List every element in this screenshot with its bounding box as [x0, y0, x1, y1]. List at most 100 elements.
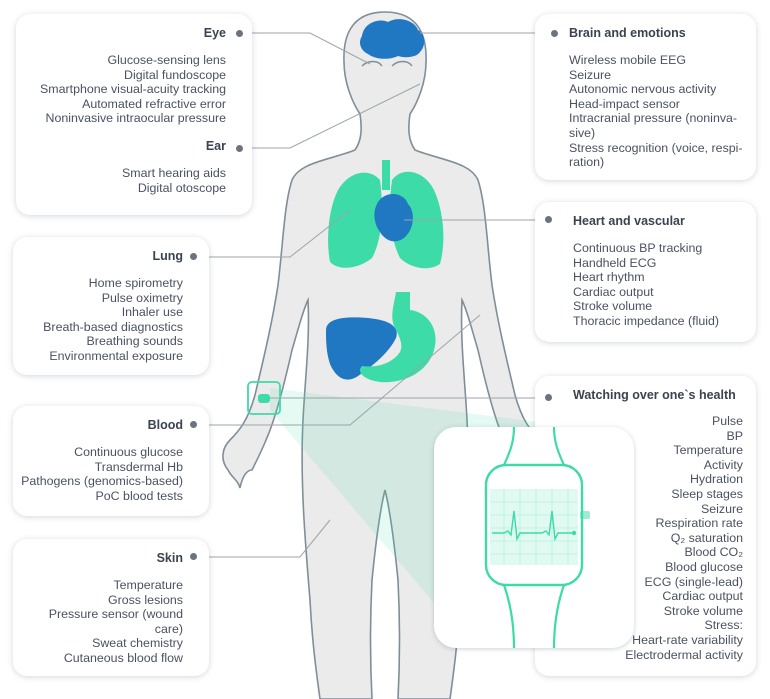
connector-ear	[240, 83, 421, 149]
watch-item: Sleep stages	[671, 486, 743, 501]
blood-item: PoC blood tests	[95, 488, 183, 503]
stomach-shape	[360, 292, 436, 383]
watch-item: Stroke volume	[663, 603, 743, 618]
skin-item: care)	[154, 621, 183, 636]
heart-item: Thoracic impedance (fluid)	[573, 313, 719, 328]
lung-item: Home spirometry	[88, 276, 183, 290]
watch-item: Respiration rate	[655, 516, 743, 531]
heart-shape	[374, 193, 413, 242]
heart-panel: Heart and vascular Continuous BP trackin…	[535, 202, 756, 342]
watch-item: Seizure	[700, 501, 743, 516]
heart-item: Cardiac output	[573, 284, 654, 299]
skin-panel-title: Skin	[156, 551, 183, 565]
eye-item: Noninvasive intraocular pressure	[45, 111, 226, 126]
connector-eye	[240, 32, 371, 65]
brain-shape	[360, 19, 425, 59]
watch-item: Blood glucose	[665, 559, 743, 574]
watch-item: Electrodermal activity	[625, 647, 743, 662]
lung-panel: Lung Home spirometry Pulse oximetry Inha…	[13, 237, 209, 375]
lung-panel-title: Lung	[152, 249, 183, 263]
watch-item: Q₂ saturation	[670, 530, 743, 545]
lung-item: Inhaler use	[121, 305, 183, 320]
skin-item: Pressure sensor (wound	[48, 607, 183, 622]
eye-item: Smartphone visual-acuity tracking	[40, 82, 226, 97]
eye-item: Automated refractive error	[82, 96, 226, 111]
heart-item: Stroke volume	[573, 299, 653, 314]
lung-item: Breathing sounds	[86, 334, 183, 349]
left-lung-shape	[328, 172, 382, 268]
lung-connector-dot	[190, 253, 197, 260]
brain-item: Stress recognition (voice, respi-	[569, 140, 743, 155]
brain-item-list: Wireless mobile EEG Seizure Autonomic ne…	[569, 53, 748, 170]
skin-item: Cutaneous blood flow	[63, 650, 183, 665]
brain-item: Head-impact sensor	[569, 96, 680, 111]
watch-item: Temperature	[673, 443, 743, 458]
watch-item: Stress:	[704, 618, 743, 633]
connector-blood	[195, 314, 481, 426]
trachea-shape	[382, 160, 390, 190]
watch-item: ECG (single-lead)	[644, 574, 743, 589]
lung-item-list: Home spirometry Pulse oximetry Inhaler u…	[21, 276, 183, 364]
brain-panel-title: Brain and emotions	[569, 26, 686, 40]
liver-shape	[326, 317, 397, 380]
heart-item: Handheld ECG	[573, 255, 657, 270]
eye-panel-title: Eye	[203, 26, 226, 40]
watch-panel-title: Watching over one`s health	[573, 388, 736, 402]
skin-panel: Skin Temperature Gross lesions Pressure …	[13, 539, 209, 676]
brain-item: sive)	[569, 125, 596, 140]
ear-item: Smart hearing aids	[122, 165, 226, 180]
lung-item: Pulse oximetry	[101, 290, 183, 305]
eye-item: Digital fundoscope	[124, 67, 226, 82]
ecg-trace	[492, 510, 572, 542]
brain-item: Intracranial pressure (noninva-	[569, 111, 738, 126]
lung-item: Environmental exposure	[49, 348, 183, 363]
blood-item: Continuous glucose	[74, 445, 183, 459]
eye-ear-panel: Eye Glucose-sensing lens Digital fundosc…	[16, 14, 252, 215]
watch-closeup-card	[434, 427, 634, 648]
skin-item-list: Temperature Gross lesions Pressure senso…	[19, 578, 183, 666]
eye-connector-dot	[236, 30, 243, 37]
lung-item: Breath-based diagnostics	[43, 319, 183, 334]
left-eye-shape	[361, 60, 383, 67]
connector-skin	[195, 519, 331, 558]
ear-item: Digital otoscope	[137, 180, 226, 195]
brain-item: Seizure	[569, 67, 612, 82]
watch-item: BP	[726, 428, 743, 443]
watch-item: Hydration	[689, 472, 743, 487]
brain-panel: Brain and emotions Wireless mobile EEG S…	[535, 14, 756, 180]
watch-item: Cardiac output	[662, 589, 743, 604]
brain-connector-dot	[551, 30, 558, 37]
human-body-silhouette	[222, 11, 548, 699]
heart-connector-dot	[545, 216, 552, 223]
watch-item: Pulse	[712, 414, 743, 428]
blood-item: Transdermal Hb	[94, 459, 183, 474]
ear-item-list: Smart hearing aids Digital otoscope	[26, 166, 226, 195]
brain-item: Wireless mobile EEG	[569, 53, 687, 67]
watch-item-list: Pulse BP Temperature Activity Hydration …	[551, 414, 743, 662]
watch-item: Heart-rate variability	[632, 632, 743, 647]
eye-item-list: Glucose-sensing lens Digital fundoscope …	[26, 53, 226, 126]
skin-item: Gross lesions	[107, 592, 183, 607]
watch-connector-dot	[545, 394, 552, 401]
watch-item: Activity	[703, 457, 743, 472]
blood-item: Pathogens (genomics-based)	[21, 474, 183, 489]
blood-connector-dot	[190, 421, 197, 428]
brain-item: Autonomic nervous activity	[569, 82, 717, 97]
eye-item: Glucose-sensing lens	[107, 53, 226, 67]
ear-panel-title: Ear	[205, 138, 226, 153]
heart-item: Heart rhythm	[573, 270, 645, 285]
skin-item: Sweat chemistry	[92, 636, 183, 651]
right-eye-shape	[391, 60, 413, 67]
smartwatch-icon	[484, 427, 590, 648]
skin-connector-dot	[190, 553, 197, 560]
blood-item-list: Continuous glucose Transdermal Hb Pathog…	[19, 445, 183, 503]
heart-item: Continuous BP tracking	[573, 241, 703, 255]
skin-item: Temperature	[113, 578, 183, 592]
heart-item-list: Continuous BP tracking Handheld ECG Hear…	[573, 241, 748, 329]
blood-panel-title: Blood	[147, 418, 183, 432]
heart-panel-title: Heart and vascular	[573, 214, 685, 228]
watch-item: Blood CO₂	[684, 545, 743, 560]
blood-panel: Blood Continuous glucose Transdermal Hb …	[13, 406, 209, 516]
ear-connector-dot	[236, 145, 243, 152]
brain-item: ration)	[569, 155, 605, 170]
